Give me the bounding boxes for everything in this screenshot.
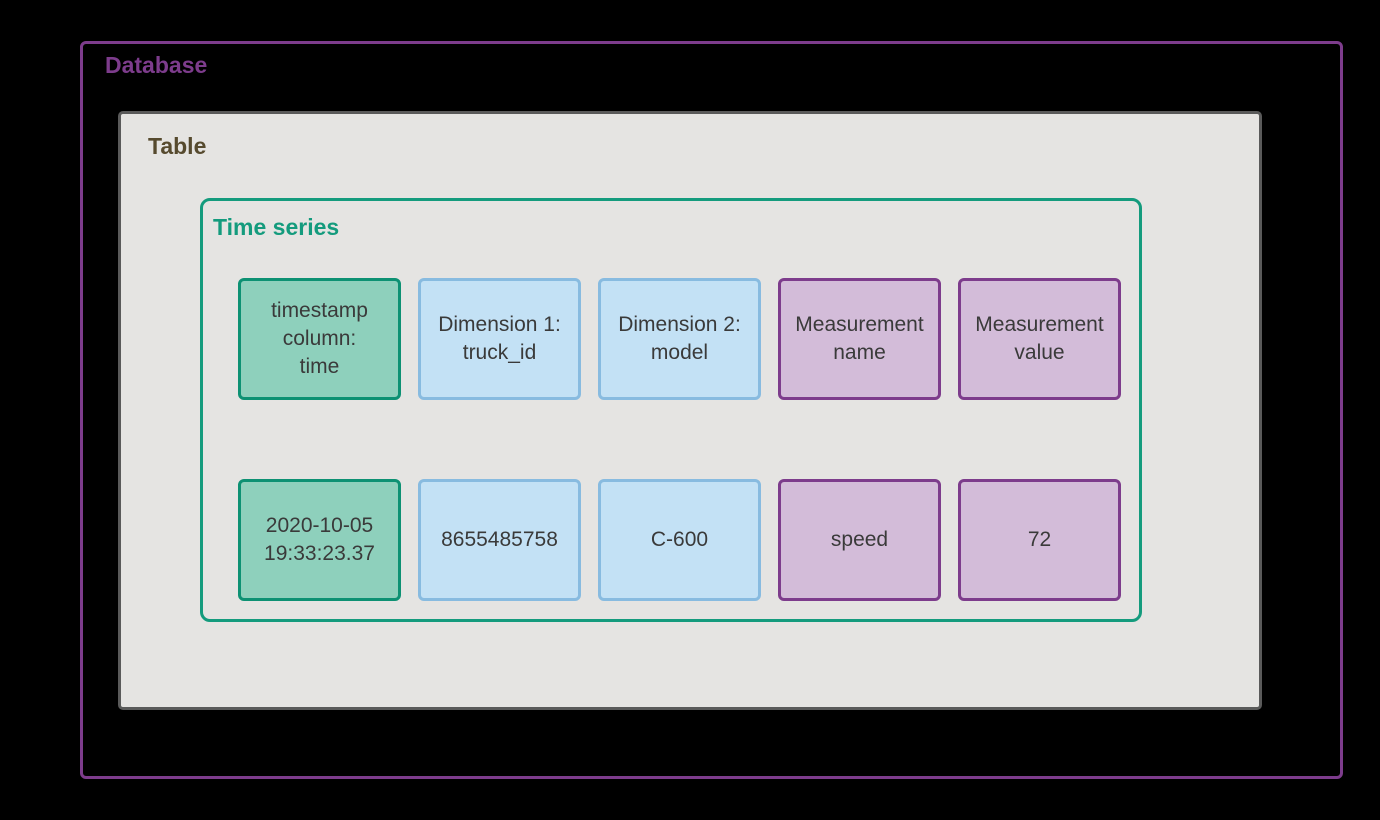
header-cell-dimension-1: Dimension 1: truck_id [418, 278, 581, 400]
header-cell-measurement-name: Measurement name [778, 278, 941, 400]
database-box: Database Table Time series timestamp col… [80, 41, 1343, 779]
time-series-label: Time series [213, 214, 340, 240]
header-cell-measurement-value: Measurement value [958, 278, 1121, 400]
time-series-box: Time series timestamp column: time Dimen… [200, 198, 1142, 622]
value-cell-measurement-value: 72 [958, 479, 1121, 601]
cells-grid: timestamp column: time Dimension 1: truc… [238, 278, 1121, 601]
value-cell-timestamp: 2020-10-05 19:33:23.37 [238, 479, 401, 601]
value-cell-model: C-600 [598, 479, 761, 601]
table-label: Table [148, 133, 207, 159]
value-cell-truck-id: 8655485758 [418, 479, 581, 601]
value-cell-measurement-name: speed [778, 479, 941, 601]
table-box: Table Time series timestamp column: time… [118, 111, 1262, 710]
header-cell-timestamp-column: timestamp column: time [238, 278, 401, 400]
header-cell-dimension-2: Dimension 2: model [598, 278, 761, 400]
database-label: Database [105, 52, 208, 78]
